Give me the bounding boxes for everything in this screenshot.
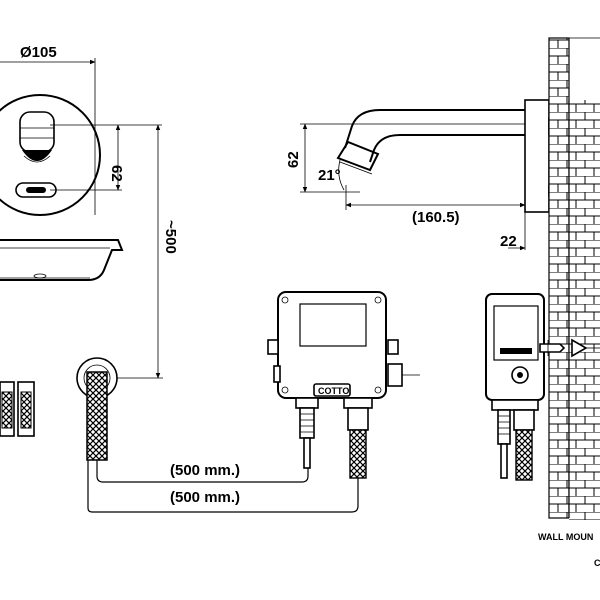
inlet-hose (86, 371, 108, 461)
spout-top-edge (344, 109, 525, 149)
spout-outlet (22, 150, 52, 161)
spout-bottom-edge (369, 134, 525, 163)
angle-label: 21° (318, 167, 341, 184)
spout-length-label: (160.5) (412, 209, 460, 226)
outlet-hose (349, 429, 367, 479)
side-box-body (485, 293, 545, 401)
wall-flange (524, 99, 550, 213)
side-control-box (485, 293, 600, 481)
front-view: Ø105 62 (0, 44, 162, 216)
control-box-window (299, 303, 367, 347)
control-box-body (277, 291, 387, 399)
wall-offset-label: 22 (500, 233, 517, 250)
caption-line-1: WALL MOUN (538, 532, 593, 542)
basin-section (0, 239, 124, 281)
mount-height-label: ~500 (162, 220, 179, 254)
fittings-group (0, 381, 35, 437)
spout-front (19, 111, 55, 153)
side-view: 62 21° (160.5) 22 (285, 99, 586, 254)
control-box: COTTO (267, 291, 420, 479)
brand-badge (313, 383, 351, 397)
hose-length-label-1: (500 mm.) (170, 462, 240, 479)
diameter-label: Ø105 (20, 44, 57, 61)
caption-line-2: C (594, 558, 600, 568)
brand-label: COTTO (318, 386, 349, 396)
mount-height-dimension: ~500 (100, 124, 179, 379)
hose-assembly: (500 mm.) (500 mm.) (76, 357, 359, 513)
connector-right (347, 407, 369, 431)
hose-route-outer (87, 460, 359, 513)
hose-route-inner (96, 460, 309, 483)
control-box-port (387, 363, 403, 387)
side-height-label: 62 (285, 151, 302, 168)
wall-section (548, 37, 600, 520)
fitting-1 (0, 381, 15, 437)
connector-left (299, 407, 315, 439)
hose-length-label-2: (500 mm.) (170, 489, 240, 506)
spout-tip (336, 140, 380, 172)
front-height-label: 62 (108, 165, 125, 182)
cover-plate (0, 94, 101, 216)
fitting-2 (17, 381, 35, 437)
